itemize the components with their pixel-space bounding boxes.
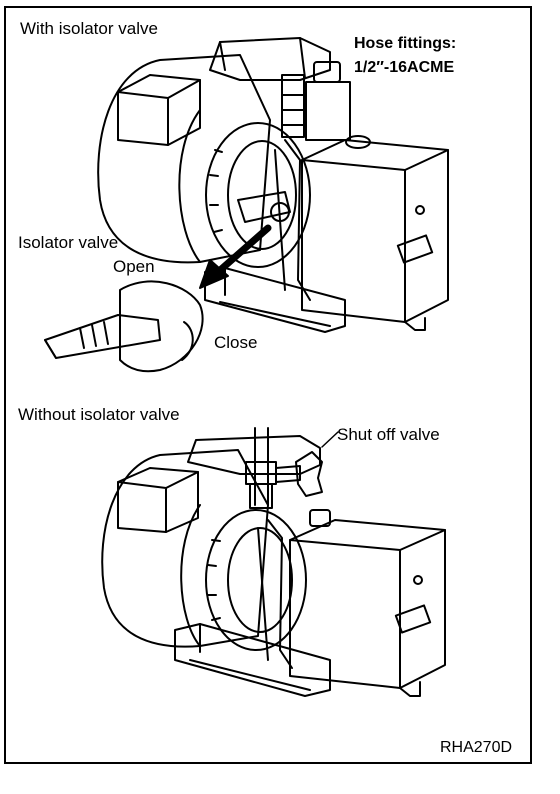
top-reservoir: [301, 139, 449, 323]
top-motor-body: [97, 54, 271, 264]
label-hose-spec: 1/2″-16ACME: [354, 59, 455, 76]
bottom-motor-body: [101, 449, 269, 648]
figure-frame: [4, 6, 532, 764]
bottom-flange: [205, 509, 307, 651]
label-isolator-valve: Isolator valve: [18, 233, 119, 252]
label-close: Close: [214, 333, 258, 352]
pump-with-isolator: [97, 37, 449, 333]
top-oil-cap: [345, 135, 371, 149]
top-junction-box: [117, 74, 201, 146]
pointer-arrow-shaft: [214, 224, 272, 276]
shut-off-leader: [321, 431, 339, 448]
figure-code: RHA270D: [440, 739, 513, 756]
label-open: Open: [113, 257, 155, 276]
label-with-isolator: With isolator valve: [20, 19, 158, 38]
bottom-base: [174, 623, 331, 697]
isolator-valve-knob: [44, 280, 204, 373]
bottom-handle: [187, 435, 321, 475]
label-hose-fittings: Hose fittings:: [354, 35, 457, 52]
label-without-isolator: Without isolator valve: [18, 405, 180, 424]
top-handle: [209, 37, 331, 81]
pointer-arrow-head: [199, 259, 229, 289]
top-flange: [205, 122, 311, 268]
top-motor-shade: [178, 109, 201, 263]
bottom-reservoir: [289, 519, 446, 689]
top-sight-glass: [396, 234, 434, 264]
label-shut-off-valve: Shut off valve: [337, 425, 440, 444]
top-inlet-fitting: [281, 74, 305, 138]
bottom-junction-box: [117, 467, 199, 533]
pump-without-isolator: [101, 427, 446, 697]
shut-off-valve-knob: [295, 451, 323, 497]
bottom-hose: [254, 427, 269, 506]
